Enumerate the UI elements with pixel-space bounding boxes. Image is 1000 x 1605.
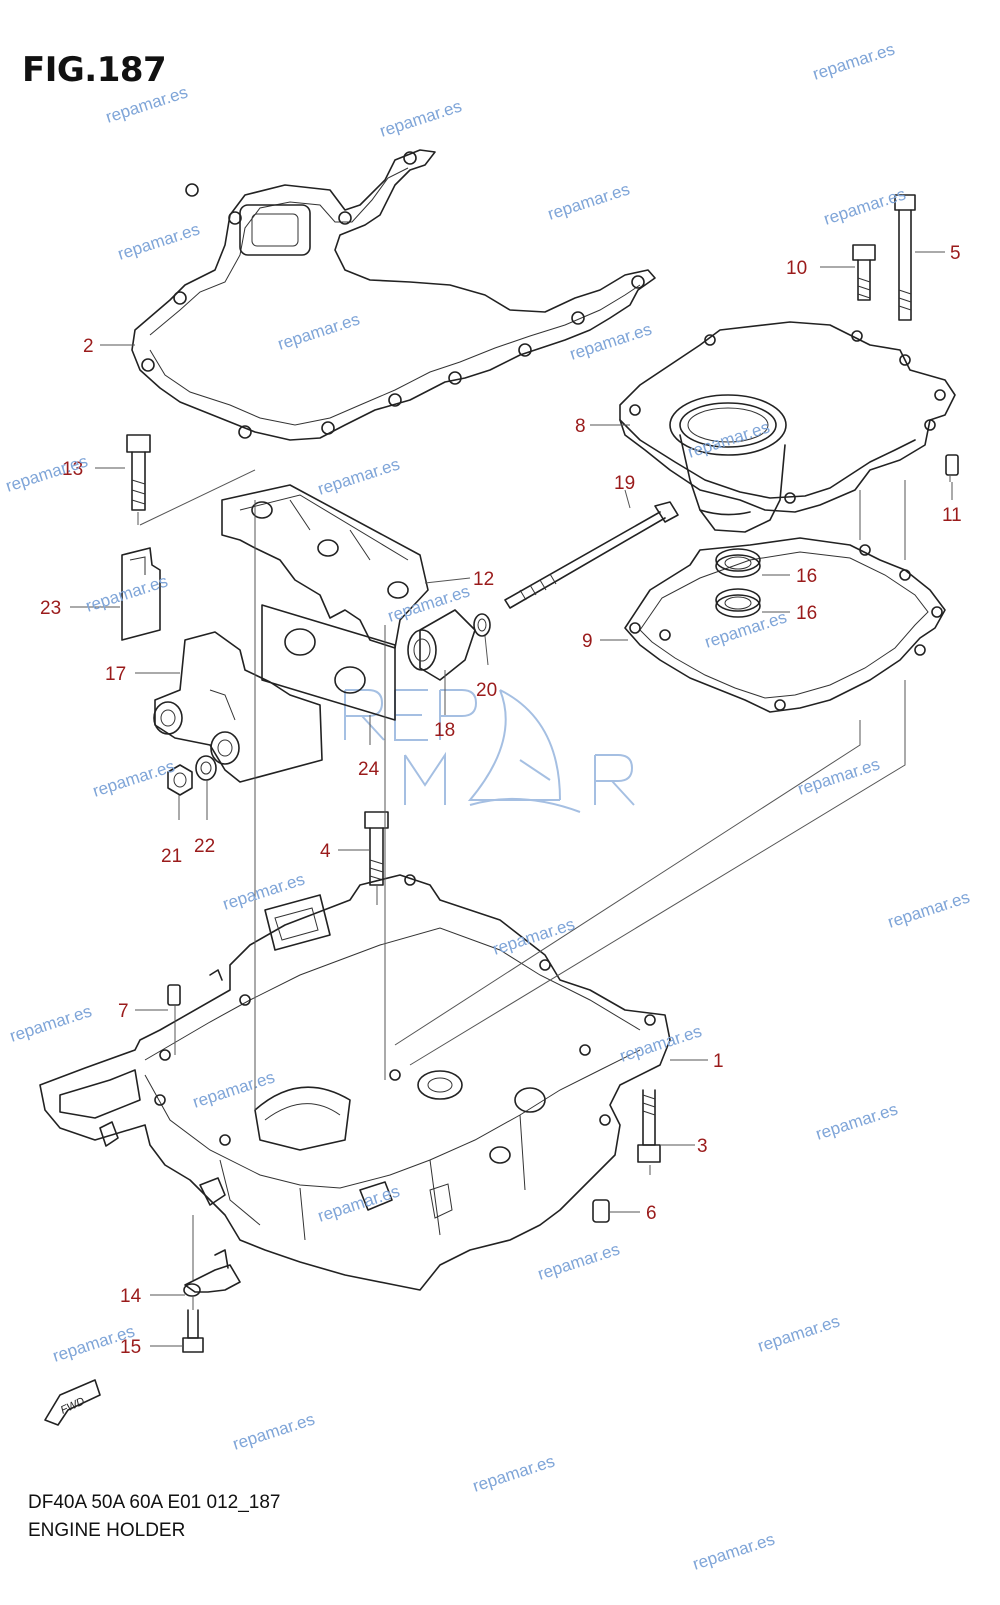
dowel-7 [167, 984, 181, 1006]
watermark-text: repamar.es [545, 179, 632, 223]
watermark-text: repamar.es [90, 756, 177, 800]
nut-21 [167, 764, 193, 796]
callout-10: 10 [786, 258, 807, 279]
callout-2: 2 [83, 336, 94, 357]
watermark-text: repamar.es [617, 1021, 704, 1065]
callout-14: 14 [120, 1286, 142, 1307]
watermark-logo [344, 689, 635, 813]
callout-15: 15 [120, 1337, 141, 1358]
watermark-text: repamar.es [885, 887, 972, 931]
bolt-13 [126, 434, 151, 511]
assembly-lines [137, 469, 951, 1310]
callout-22: 22 [194, 836, 215, 857]
watermark-text: repamar.es [315, 454, 402, 498]
watermark-text: repamar.es [315, 1181, 402, 1225]
bolt-10 [852, 244, 876, 301]
callout-5: 5 [950, 243, 961, 264]
watermark-text: repamar.es [755, 1311, 842, 1355]
callout-17: 17 [105, 664, 126, 685]
callout-8: 8 [575, 416, 586, 437]
exhaust-housing [619, 321, 956, 533]
leader-lines [70, 251, 953, 1347]
watermark-text: repamar.es [50, 1321, 137, 1365]
fwd-arrow-icon: FWD [44, 1379, 101, 1426]
callout-13: 13 [62, 459, 83, 480]
callout-9: 9 [582, 631, 593, 652]
watermark-text: repamar.es [275, 309, 362, 353]
callout-21: 21 [161, 846, 182, 867]
callout-6: 6 [646, 1203, 657, 1224]
dowel-11 [945, 454, 959, 476]
gasket-upper [131, 149, 656, 441]
washer-20 [473, 613, 491, 637]
plate-24 [261, 604, 396, 721]
callout-labels: 1 2 3 4 5 6 7 8 9 10 11 12 13 14 15 16 1… [40, 243, 962, 1358]
watermark-text: repamar.es [377, 96, 464, 140]
callout-18: 18 [434, 720, 455, 741]
watermark-text: repamar.es [702, 607, 789, 651]
callout-23: 23 [40, 598, 61, 619]
watermark-text: repamar.es [821, 184, 908, 228]
watermark-text: repamar.es [795, 754, 882, 798]
callout-20: 20 [476, 680, 497, 701]
watermark-text: repamar.es [7, 1001, 94, 1045]
bolt-3 [637, 1089, 661, 1163]
callout-3: 3 [697, 1136, 708, 1157]
callout-11: 11 [942, 505, 962, 526]
bracket-12 [221, 484, 429, 649]
callout-1: 1 [713, 1051, 724, 1072]
callout-16b: 16 [796, 603, 817, 624]
watermark-text: repamar.es [385, 581, 472, 625]
bolt-19 [504, 501, 679, 609]
watermark-text: repamar.es [115, 219, 202, 263]
callout-12: 12 [473, 569, 494, 590]
watermark-text: repamar.es [690, 1529, 777, 1573]
watermark-text: repamar.es [3, 451, 90, 495]
watermark-text: repamar.es [83, 571, 170, 615]
callout-7: 7 [118, 1001, 129, 1022]
watermark-text: repamar.es [230, 1409, 317, 1453]
watermark-texts: repamar.es repamar.es repamar.es repamar… [3, 39, 972, 1573]
fwd-label: FWD [59, 1395, 87, 1416]
watermark-text: repamar.es [190, 1067, 277, 1111]
model-code: DF40A 50A 60A E01 012_187 [28, 1492, 281, 1513]
bolt-5 [894, 194, 916, 321]
dowel-6 [592, 1199, 610, 1223]
bolt-15 [182, 1309, 204, 1353]
clip-23 [121, 547, 161, 641]
watermark-text: repamar.es [810, 39, 897, 83]
mount-rubber-18 [407, 609, 476, 681]
watermark-text: repamar.es [490, 914, 577, 958]
callout-4: 4 [320, 841, 331, 862]
figure-title: FIG.187 [22, 50, 167, 90]
bracket-14 [183, 1249, 241, 1297]
gasket-lower-right [624, 537, 946, 713]
callout-16a: 16 [796, 566, 817, 587]
watermark-text: repamar.es [813, 1099, 900, 1143]
seal-rings [715, 548, 761, 618]
watermark-text: repamar.es [470, 1451, 557, 1495]
watermark-text: repamar.es [220, 869, 307, 913]
watermark-text: repamar.es [567, 319, 654, 363]
figure-caption: ENGINE HOLDER [28, 1520, 186, 1541]
callout-24: 24 [358, 759, 380, 780]
washer-22 [195, 755, 217, 781]
engine-holder-1 [39, 874, 671, 1291]
callout-19: 19 [614, 473, 635, 494]
block-17 [153, 631, 323, 783]
watermark-text: repamar.es [535, 1239, 622, 1283]
